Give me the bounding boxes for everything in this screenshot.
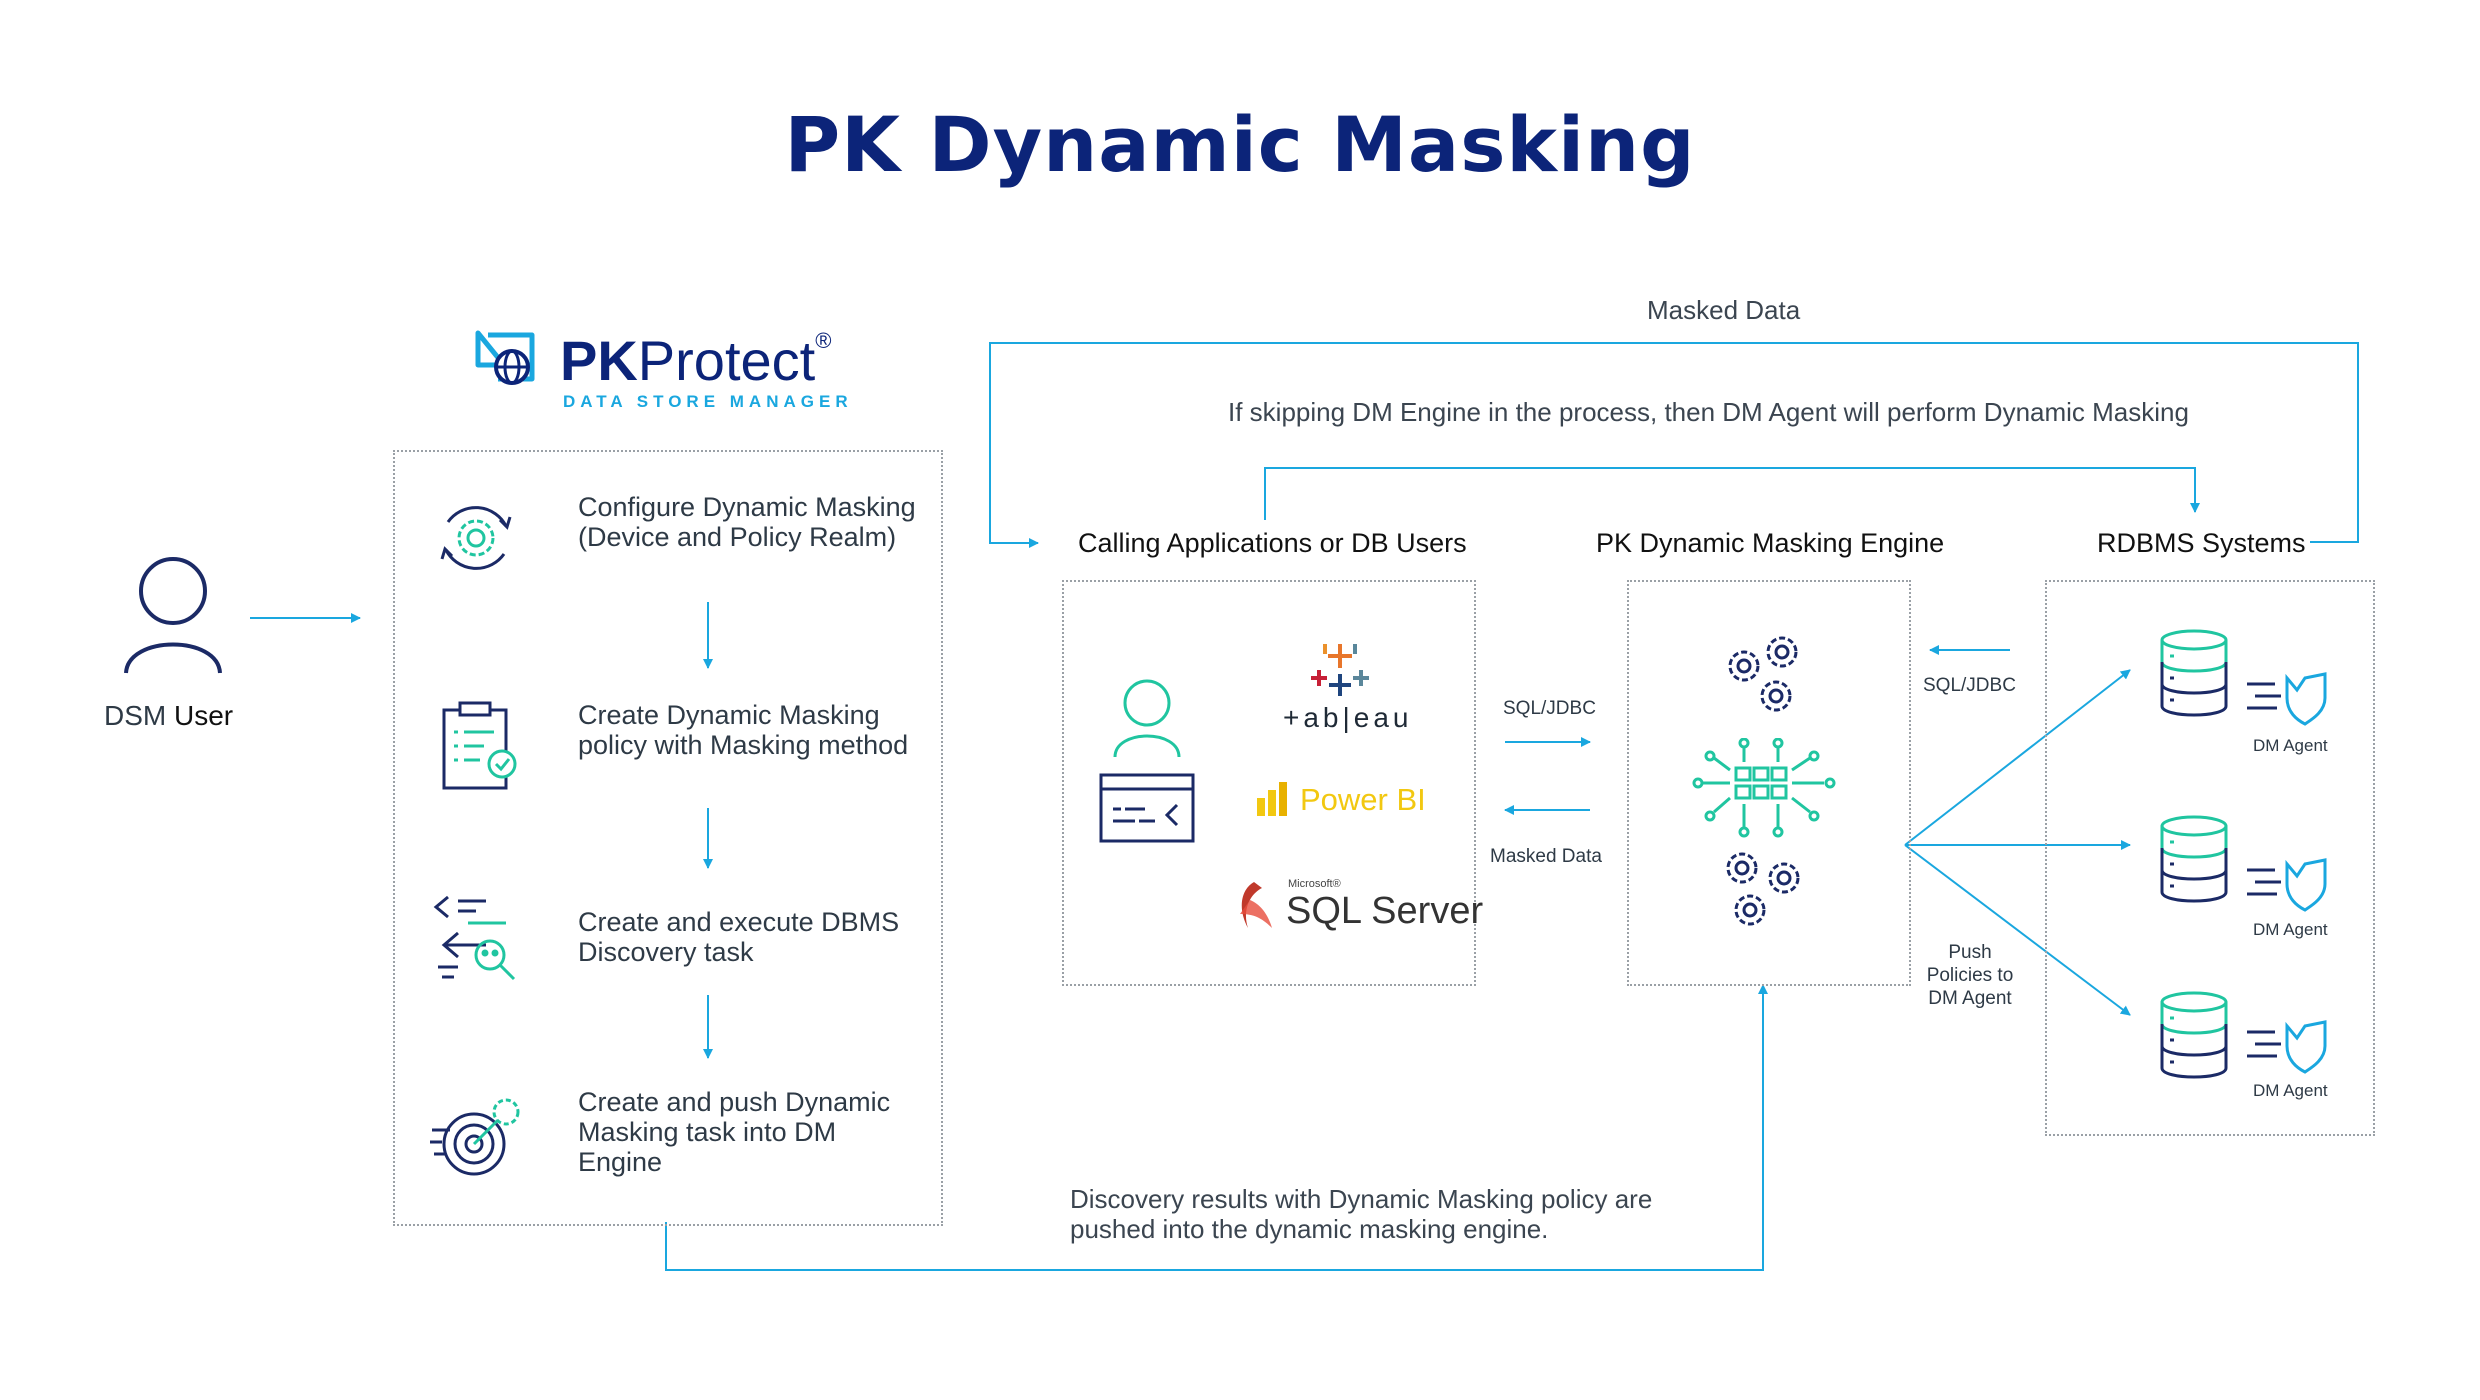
user-icon bbox=[118, 555, 228, 675]
step-discovery: Create and execute DBMS Discovery task bbox=[578, 907, 900, 967]
engine-to-db1-arrow bbox=[1904, 669, 2131, 846]
step-create-policy: Create Dynamic Masking policy with Maski… bbox=[578, 700, 909, 760]
gears-top-icon bbox=[1720, 630, 1810, 720]
discovery-push-arrow bbox=[665, 984, 1768, 1271]
dsm-user-prefix: DSM bbox=[104, 700, 174, 731]
dm-agent-shield-icon bbox=[2245, 1018, 2331, 1074]
dm-agent-label-3: DM Agent bbox=[2253, 1081, 2328, 1100]
dsm-steps-box bbox=[393, 450, 943, 1226]
dm-agent-label-2: DM Agent bbox=[2253, 920, 2328, 939]
sql-jdbc-left-label: SQL/JDBC bbox=[1503, 698, 1596, 719]
masked-data-left-label: Masked Data bbox=[1490, 846, 1602, 867]
bottom-note-line-2: pushed into the dynamic masking engine. bbox=[1070, 1214, 1549, 1244]
skip-engine-arrow bbox=[1264, 467, 2200, 520]
brand-name-bold: PK bbox=[560, 329, 638, 392]
push-gear-target-icon bbox=[430, 1090, 526, 1180]
db-user-terminal-icon bbox=[1095, 675, 1199, 845]
chip-circuit-icon bbox=[1692, 737, 1840, 838]
step-push-task: Create and push Dynamic Masking task int… bbox=[578, 1087, 891, 1177]
dsm-user-label: DSM User bbox=[104, 700, 233, 732]
powerbi-logo-icon bbox=[1255, 778, 1291, 818]
database-icon bbox=[2158, 814, 2230, 904]
apps-heading: Calling Applications or DB Users bbox=[1078, 528, 1467, 558]
masked-data-top-label: Masked Data bbox=[1647, 295, 1801, 325]
skip-engine-note: If skipping DM Engine in the process, th… bbox=[1228, 397, 2189, 427]
apps-box bbox=[1062, 580, 1476, 986]
step-configure: Configure Dynamic Masking (Device and Po… bbox=[578, 492, 916, 552]
gears-bottom-icon bbox=[1716, 848, 1812, 932]
brand-registered: ® bbox=[815, 328, 832, 353]
gear-refresh-icon bbox=[430, 492, 522, 584]
dm-agent-shield-icon bbox=[2245, 856, 2331, 912]
sqlserver-label: SQL Server bbox=[1286, 890, 1484, 932]
bottom-note-line-1: Discovery results with Dynamic Masking p… bbox=[1070, 1184, 1653, 1214]
brand-name: PKProtect® bbox=[560, 328, 831, 393]
masked-data-loop-arrow bbox=[989, 342, 2359, 548]
push-policies-line-2: Policies to bbox=[1926, 965, 2014, 986]
pkprotect-logo-icon bbox=[470, 325, 540, 395]
brand-subtitle: DATA STORE MANAGER bbox=[563, 392, 853, 411]
dsm-user-bold: User bbox=[174, 700, 234, 731]
push-policies-line-3: DM Agent bbox=[1928, 988, 2012, 1009]
database-icon bbox=[2158, 990, 2230, 1080]
sql-jdbc-right-label: SQL/JDBC bbox=[1923, 675, 2016, 696]
clipboard-check-icon bbox=[440, 700, 520, 792]
tableau-logo-icon bbox=[1305, 640, 1375, 700]
discovery-search-icon bbox=[428, 893, 524, 983]
powerbi-label: Power BI bbox=[1300, 782, 1426, 817]
dm-agent-shield-icon bbox=[2245, 670, 2331, 726]
rdbms-box bbox=[2045, 580, 2375, 1136]
engine-box bbox=[1627, 580, 1911, 986]
sqlserver-logo-icon bbox=[1232, 880, 1276, 932]
dm-agent-label-1: DM Agent bbox=[2253, 736, 2328, 755]
database-icon bbox=[2158, 628, 2230, 718]
rdbms-heading: RDBMS Systems bbox=[2097, 528, 2306, 558]
engine-to-db3-arrow bbox=[1904, 844, 2131, 1016]
push-policies-line-1: Push bbox=[1948, 942, 1992, 963]
page-title: PK Dynamic Masking bbox=[784, 100, 1696, 189]
sqlserver-small-label: Microsoft® bbox=[1288, 878, 1341, 890]
brand-name-light: Protect bbox=[637, 329, 816, 392]
tableau-label: +ab|eau bbox=[1283, 702, 1413, 733]
engine-heading: PK Dynamic Masking Engine bbox=[1596, 528, 1945, 558]
